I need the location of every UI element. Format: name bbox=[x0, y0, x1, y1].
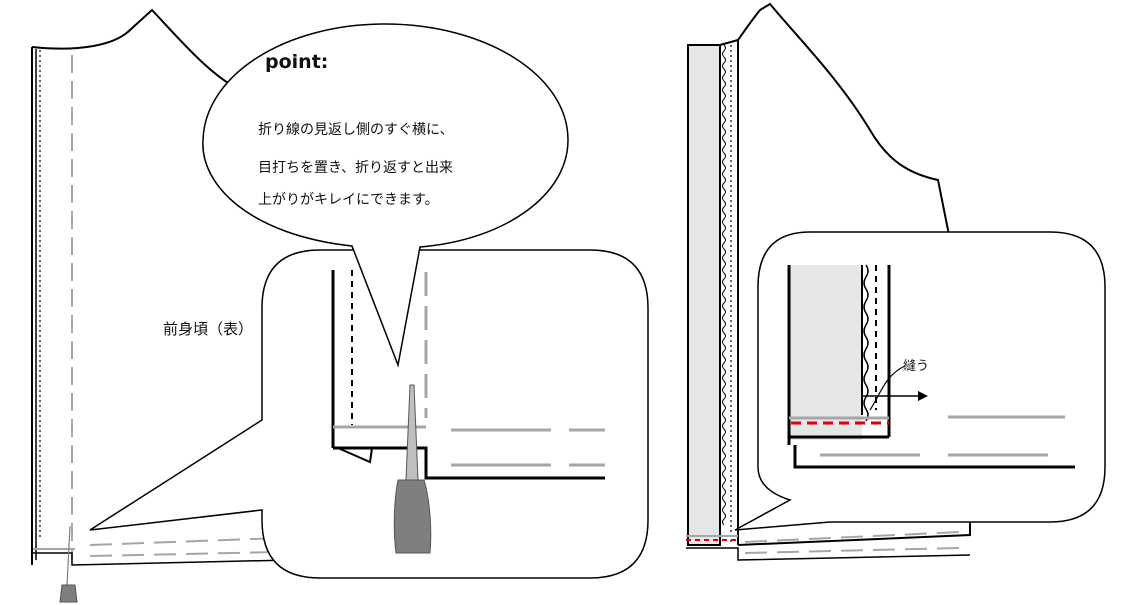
speech-bubble-tail bbox=[351, 245, 421, 368]
callout-line-3: 上がりがキレイにできます。 bbox=[258, 192, 439, 208]
left-zoom-frame bbox=[89, 249, 649, 579]
callout-line-2: 目打ちを置き、折り返すと出来 bbox=[258, 160, 454, 176]
left-hem-dash-2 bbox=[89, 551, 281, 557]
left-garment bbox=[31, 8, 291, 603]
left-zoom-panel bbox=[89, 245, 649, 579]
right-garment-outline bbox=[719, 2, 971, 546]
speech-bubble bbox=[202, 23, 569, 368]
front-bodice-label: 前身頃（表） bbox=[163, 320, 254, 338]
left-garment-outline bbox=[31, 8, 241, 565]
awl-icon bbox=[59, 525, 78, 603]
awl-large-icon bbox=[393, 384, 432, 554]
right-zoom-panel bbox=[734, 231, 1106, 531]
callout-title: point: bbox=[265, 51, 329, 73]
right-garment bbox=[686, 2, 971, 561]
sew-leader-line bbox=[869, 365, 906, 411]
callout-line-1: 折り線の見返し側のすぐ横に、 bbox=[258, 122, 454, 138]
zigzag-stitch bbox=[722, 44, 726, 526]
left-hem-edge bbox=[32, 552, 291, 566]
arrow-right-icon bbox=[862, 391, 928, 401]
left-hem-dash-1 bbox=[89, 537, 281, 546]
facing-strip bbox=[687, 44, 721, 546]
sew-label: 縫う bbox=[903, 359, 930, 374]
